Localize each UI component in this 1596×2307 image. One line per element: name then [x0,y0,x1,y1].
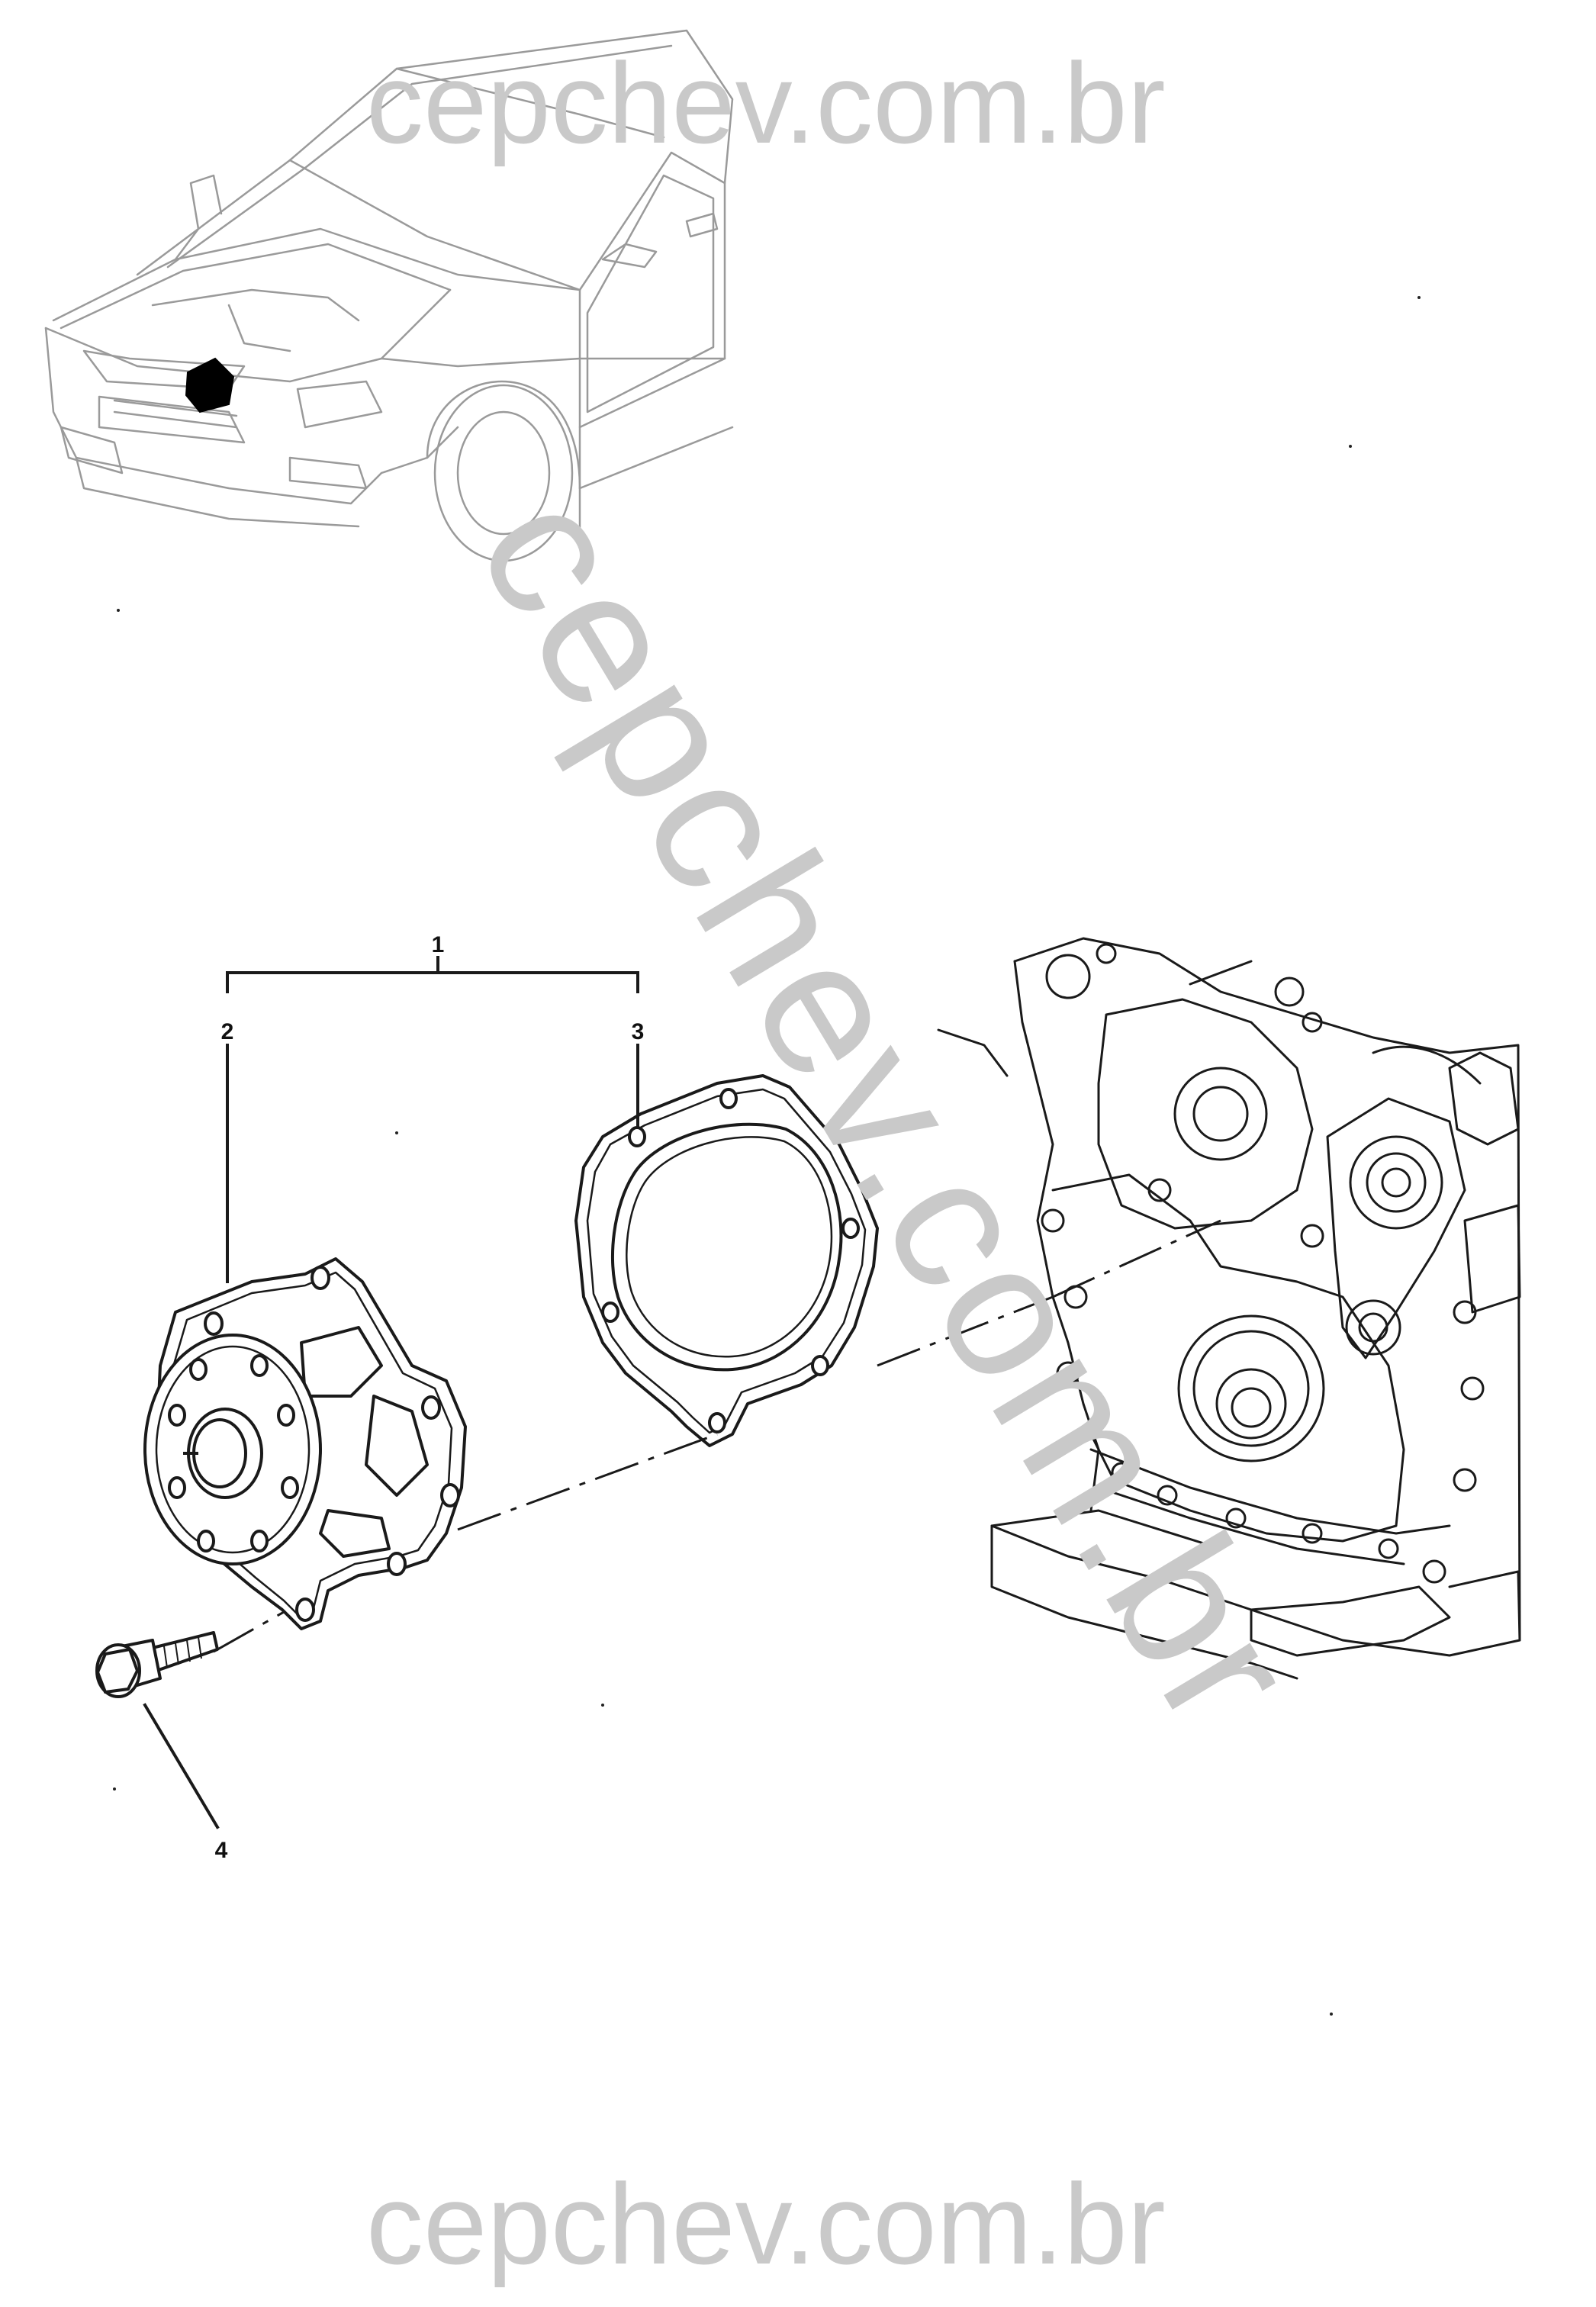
callout-label-1: 1 [432,932,445,957]
watermark-bottom: cepchev.com.br [366,2160,1166,2288]
watermark-top: cepchev.com.br [366,39,1166,167]
callout-bracket [143,956,639,1829]
callout-label-3: 3 [632,1019,645,1044]
callout-label-4: 4 [215,1838,228,1863]
bolt-part [95,1631,219,1698]
scan-specks [113,296,1421,2016]
callout-label-2: 2 [221,1019,234,1044]
vehicle-locator-sketch [44,29,734,562]
gasket-part [574,1074,879,1447]
engine-block-sketch [937,937,1521,1680]
water-pump-part [143,1257,467,1630]
location-marker-icon [185,357,235,413]
